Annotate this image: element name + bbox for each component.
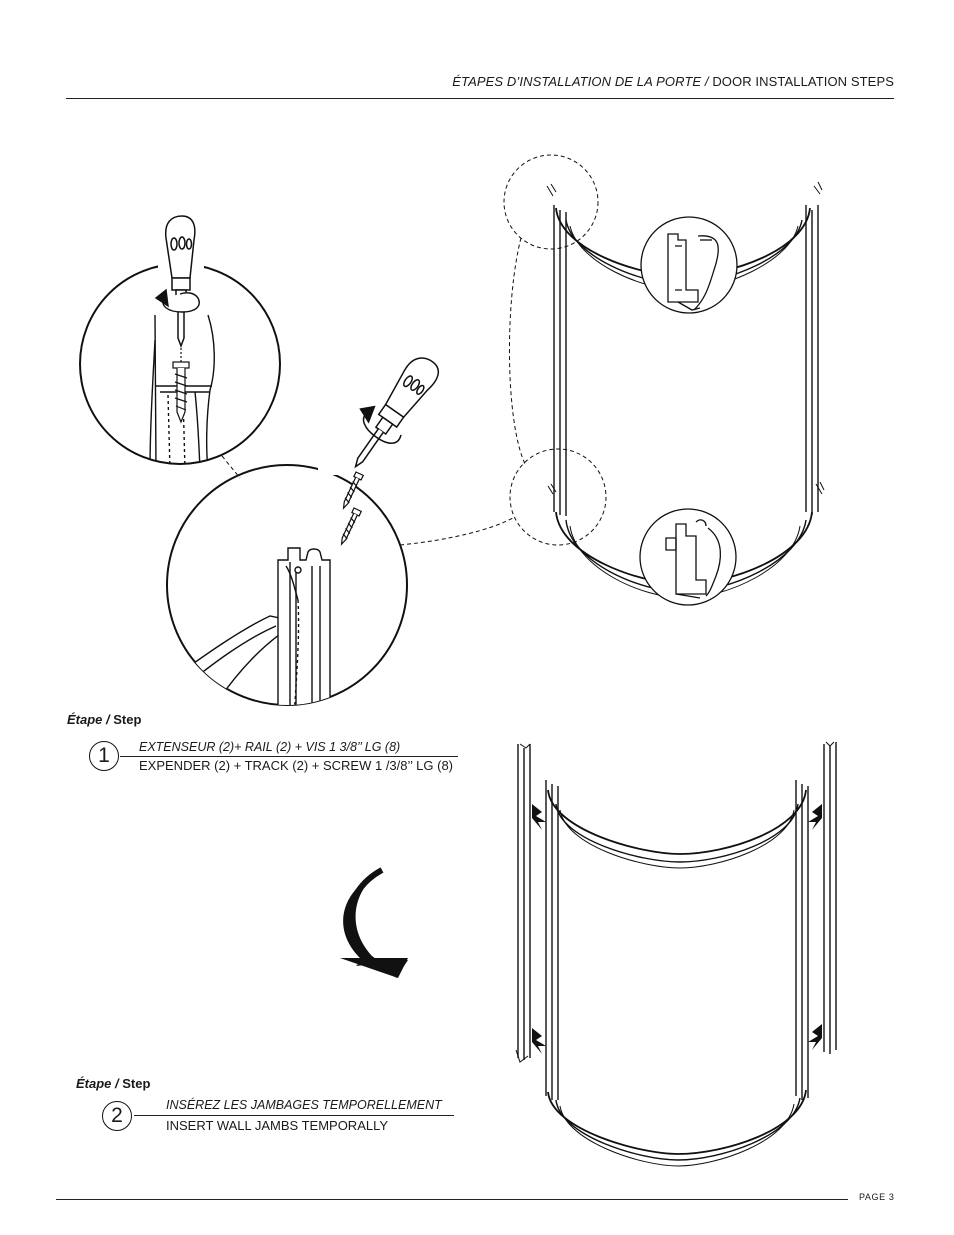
header-title-fr: ÉTAPES D’INSTALLATION DE LA PORTE / (452, 74, 709, 89)
page-header-title: ÉTAPES D’INSTALLATION DE LA PORTE / DOOR… (452, 74, 894, 89)
screw-icon (172, 348, 190, 424)
screw-icon (342, 471, 365, 510)
step1-text-en: EXPENDER (2) + TRACK (2) + SCREW 1 /3/8’… (139, 758, 454, 773)
footer-rule (56, 1199, 848, 1200)
rotation-arrow-icon (154, 288, 200, 313)
push-arrow-icon (532, 804, 546, 830)
detail-circle-track (166, 357, 439, 706)
step1-heading-fr: Étape / (67, 712, 110, 727)
header-title-en: DOOR INSTALLATION STEPS (712, 74, 894, 89)
page-number: PAGE 3 (859, 1192, 895, 1202)
push-arrow-icon (808, 1024, 822, 1050)
curved-arrow-icon (340, 867, 408, 978)
step1-number: 1 (89, 741, 119, 771)
detail-circle-expander (79, 215, 281, 465)
step2-heading-en: Step (122, 1076, 151, 1091)
push-arrow-icon (532, 1028, 546, 1054)
step2-text-en: INSERT WALL JAMBS TEMPORALLY (166, 1118, 389, 1133)
step2-text-fr: INSÉREZ LES JAMBAGES TEMPORELLEMENT (166, 1098, 442, 1112)
screwdriver-icon (164, 215, 196, 349)
header-rule (66, 98, 894, 99)
step2-heading-fr: Étape / (76, 1076, 119, 1091)
screw-icon (340, 507, 363, 546)
profile-detail-top (640, 216, 738, 314)
push-arrow-icon (808, 804, 822, 830)
step1-heading: Étape / Step (67, 712, 141, 727)
profile-detail-bottom (639, 508, 737, 606)
step2-rule (134, 1115, 454, 1116)
screwdriver-icon (354, 357, 439, 469)
step2-heading: Étape / Step (76, 1076, 150, 1091)
assembled-frame-step2 (515, 741, 837, 1167)
step1-rule (120, 756, 458, 757)
step1-heading-en: Step (113, 712, 142, 727)
step1-text-fr: EXTENSEUR (2)+ RAIL (2) + VIS 1 3/8’’ LG… (139, 740, 401, 754)
step2-number: 2 (102, 1101, 132, 1131)
